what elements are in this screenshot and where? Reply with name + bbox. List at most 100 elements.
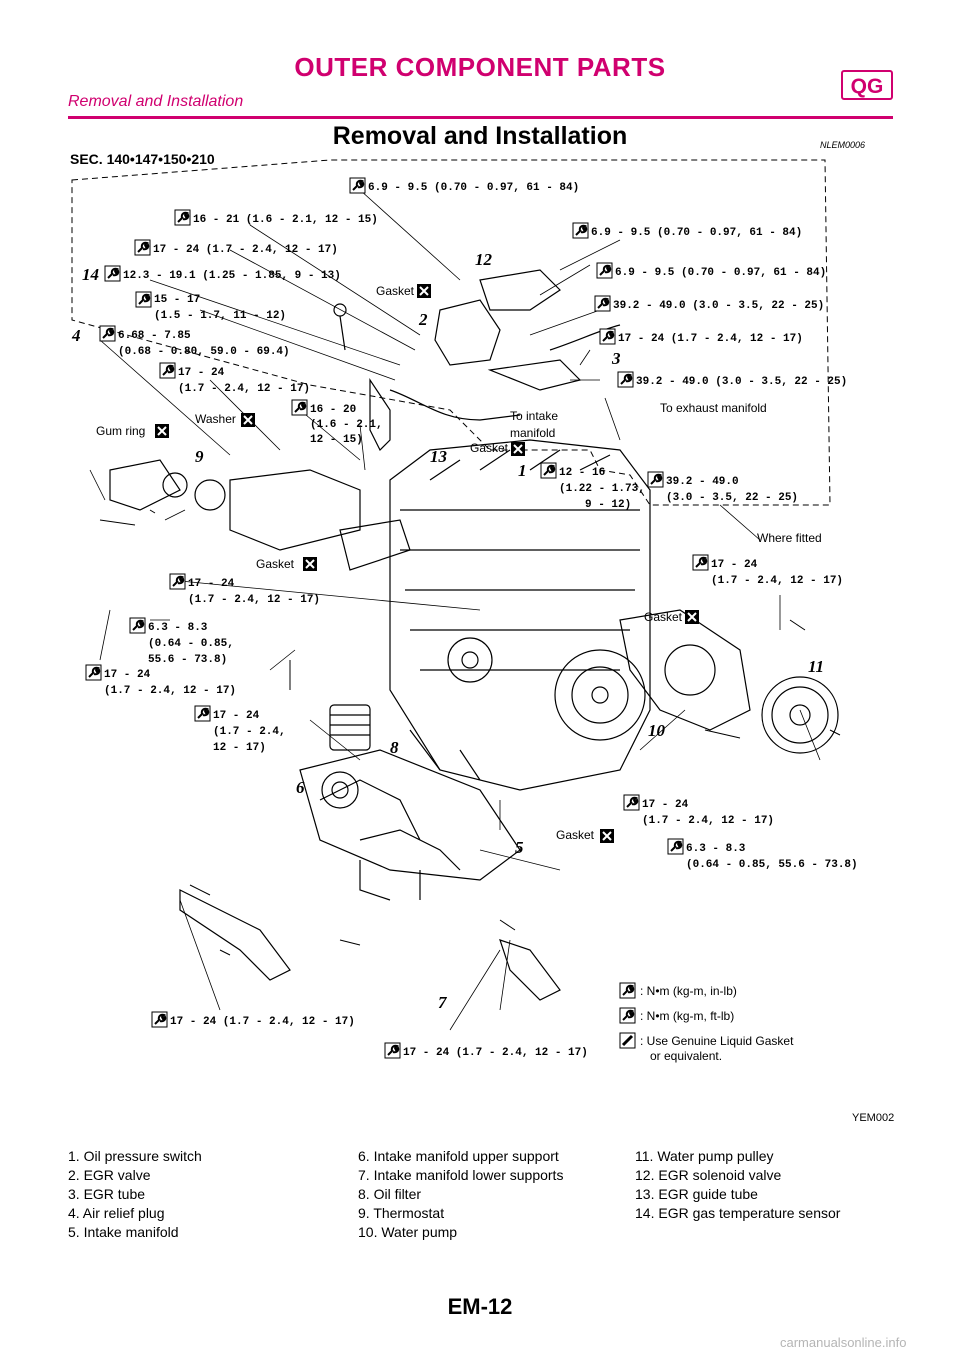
header-badge: QG xyxy=(841,70,893,100)
page-number: EM-12 xyxy=(447,1294,513,1319)
torque-label: 6.68 - 7.85 xyxy=(118,330,191,342)
legend-item: 13. EGR guide tube xyxy=(635,1186,758,1202)
torque-label: 17 - 24 xyxy=(642,799,689,811)
part-number: 13 xyxy=(430,447,448,466)
torque-label: 9 - 12) xyxy=(585,499,631,511)
torque-label: (1.7 - 2.4, 12 - 17) xyxy=(178,383,310,395)
header-title: OUTER COMPONENT PARTS xyxy=(294,52,666,82)
engine-block xyxy=(389,439,651,791)
watermark: carmanualsonline.info xyxy=(780,1335,907,1350)
torque-label: (0.64 - 0.85, 55.6 - 73.8) xyxy=(686,859,858,871)
torque-label: 6.9 - 9.5 (0.70 - 0.97, 61 - 84) xyxy=(615,267,826,279)
part-number: 6 xyxy=(296,778,305,797)
parts-legend-col-1: 1. Oil pressure switch 2. EGR valve 3. E… xyxy=(68,1147,202,1242)
callout-gum-ring: Gum ring xyxy=(96,424,145,438)
callout-to-exhaust: To exhaust manifold xyxy=(660,401,767,415)
torque-label: (1.22 - 1.73, xyxy=(559,483,645,495)
legend-item: 4. Air relief plug xyxy=(68,1205,165,1221)
part-number: 12 xyxy=(475,250,493,269)
torque-label: 17 - 24 (1.7 - 2.4, 12 - 17) xyxy=(618,333,803,345)
part-number: 10 xyxy=(648,721,666,740)
torque-label: (0.64 - 0.85, xyxy=(148,638,234,650)
exploded-view-diagram: SEC. 140•147•150•210 6.9 - 9.5 (0.70 - 0… xyxy=(70,151,858,1063)
torque-label: 12 - 15) xyxy=(310,434,363,446)
part-number: 1 xyxy=(518,461,527,480)
part-number: 11 xyxy=(808,657,824,676)
bolts xyxy=(99,509,841,956)
callout-to-intake: manifold xyxy=(510,426,555,440)
torque-label: 55.6 - 73.8) xyxy=(148,654,227,666)
legend-item: 14. EGR gas temperature sensor xyxy=(635,1205,841,1221)
torque-label: (1.7 - 2.4, 12 - 17) xyxy=(711,575,843,587)
torque-label: (1.7 - 2.4, 12 - 17) xyxy=(642,815,774,827)
part-number: 2 xyxy=(418,310,428,329)
part-number: 9 xyxy=(195,447,204,466)
torque-label: 12 - 16 xyxy=(559,467,605,479)
torque-label: 6.3 - 8.3 xyxy=(686,843,746,855)
torque-label: 39.2 - 49.0 (3.0 - 3.5, 22 - 25) xyxy=(613,300,824,312)
torque-label: 17 - 24 xyxy=(188,578,235,590)
torque-label: (1.7 - 2.4, 12 - 17) xyxy=(188,594,320,606)
torque-label: 16 - 21 (1.6 - 2.1, 12 - 15) xyxy=(193,214,378,226)
key-nm-inlb: : N•m (kg-m, in-lb) xyxy=(640,984,737,998)
torque-label: 17 - 24 (1.7 - 2.4, 12 - 17) xyxy=(170,1016,355,1028)
sec-label: SEC. 140•147•150•210 xyxy=(70,151,215,167)
legend-item: 9. Thermostat xyxy=(358,1205,445,1221)
intake-manifold xyxy=(299,749,521,901)
legend-item: 5. Intake manifold xyxy=(68,1224,179,1240)
callout-where-fitted: Where fitted xyxy=(757,531,822,545)
torque-label: (1.7 - 2.4, xyxy=(213,726,286,738)
legend-item: 2. EGR valve xyxy=(68,1167,151,1183)
torque-label: (3.0 - 3.5, 22 - 25) xyxy=(666,492,798,504)
callout-to-intake: To intake xyxy=(510,409,558,423)
torque-label: 12.3 - 19.1 (1.25 - 1.85, 9 - 13) xyxy=(123,270,341,282)
header-subtitle: Removal and Installation xyxy=(68,93,244,110)
part-number: 5 xyxy=(515,838,524,857)
legend-item: 7. Intake manifold lower supports xyxy=(358,1167,564,1183)
legend-item: 8. Oil filter xyxy=(358,1186,422,1202)
torque-label: 17 - 24 (1.7 - 2.4, 12 - 17) xyxy=(153,244,338,256)
torque-label: 17 - 24 xyxy=(178,367,225,379)
torque-label: 17 - 24 xyxy=(213,710,260,722)
callout-gasket: Gasket xyxy=(256,557,295,571)
torque-label: 39.2 - 49.0 (3.0 - 3.5, 22 - 25) xyxy=(636,376,847,388)
part-number: 3 xyxy=(611,349,621,368)
torque-label: 17 - 24 xyxy=(711,559,758,571)
section-code: NLEM0006 xyxy=(820,140,866,150)
section-title: Removal and Installation xyxy=(332,122,628,150)
callout-washer: Washer xyxy=(195,412,236,426)
key-nm-ftlb: : N•m (kg-m, ft-lb) xyxy=(640,1009,734,1023)
manifold-supports xyxy=(179,889,561,1001)
legend-item: 6. Intake manifold upper support xyxy=(358,1148,559,1164)
part-number: 7 xyxy=(438,993,448,1012)
egr-assembly xyxy=(333,269,621,452)
part-number: 4 xyxy=(71,326,81,345)
legend-item: 1. Oil pressure switch xyxy=(68,1148,202,1164)
water-pump-group xyxy=(619,609,839,754)
parts-legend-col-3: 11. Water pump pulley 12. EGR solenoid v… xyxy=(635,1147,840,1223)
callout-gasket: Gasket xyxy=(470,441,509,455)
legend-item: 3. EGR tube xyxy=(68,1186,146,1202)
callout-gasket: Gasket xyxy=(376,284,415,298)
parts-legend-col-2: 6. Intake manifold upper support 7. Inta… xyxy=(358,1147,563,1242)
torque-label: 17 - 24 xyxy=(104,669,151,681)
torque-label: 6.9 - 9.5 (0.70 - 0.97, 61 - 84) xyxy=(591,227,802,239)
torque-label: 6.3 - 8.3 xyxy=(148,622,208,634)
torque-label: 12 - 17) xyxy=(213,742,266,754)
figure-id: YEM002 xyxy=(852,1112,895,1124)
part-number: 14 xyxy=(82,265,99,284)
torque-label: 15 - 17 xyxy=(154,294,200,306)
legend-item: 12. EGR solenoid valve xyxy=(635,1167,782,1183)
oil-filter xyxy=(329,704,371,751)
key-liquid-gasket: : Use Genuine Liquid Gasket xyxy=(640,1034,794,1048)
dashed-boundary xyxy=(71,159,831,506)
callout-gasket: Gasket xyxy=(644,610,683,624)
part-number: 8 xyxy=(390,738,399,757)
torque-label: (1.6 - 2.1, xyxy=(310,419,383,431)
torque-label: (1.7 - 2.4, 12 - 17) xyxy=(104,685,236,697)
key-liquid-gasket-2: or equivalent. xyxy=(650,1049,722,1063)
torque-label: 6.9 - 9.5 (0.70 - 0.97, 61 - 84) xyxy=(368,182,579,194)
thermostat-housing xyxy=(109,459,411,571)
legend-item: 10. Water pump xyxy=(358,1224,458,1240)
torque-label: 39.2 - 49.0 xyxy=(666,476,739,488)
